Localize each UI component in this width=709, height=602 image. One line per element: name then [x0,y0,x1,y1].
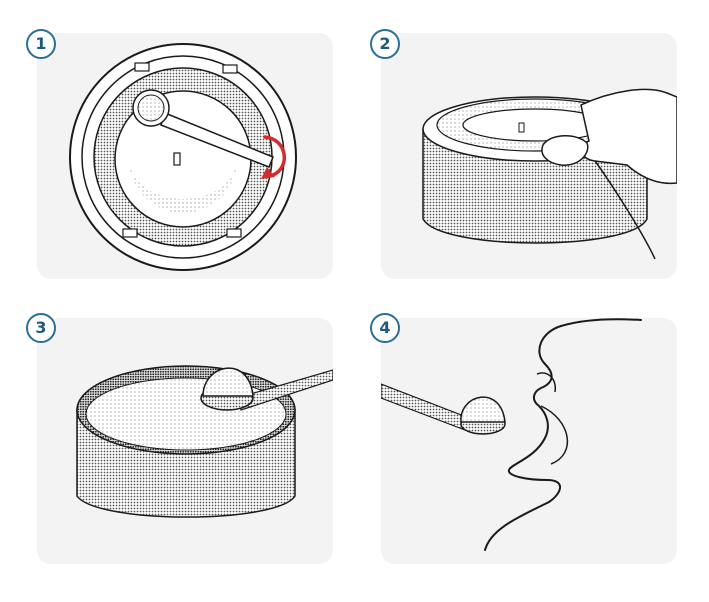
take-dose-icon [381,318,642,551]
step-1-panel [37,33,333,279]
step-number-badge: 2 [370,29,400,59]
step-3-panel [37,318,333,564]
step-number-badge: 3 [26,313,56,343]
scoop-powder-icon [76,365,333,518]
step-number-badge: 4 [370,313,400,343]
step-4-panel [381,318,677,564]
lift-lid-icon [422,88,677,260]
unscrew-scoop-icon [69,43,297,271]
step-2-panel [381,33,677,279]
step-number-badge: 1 [26,29,56,59]
